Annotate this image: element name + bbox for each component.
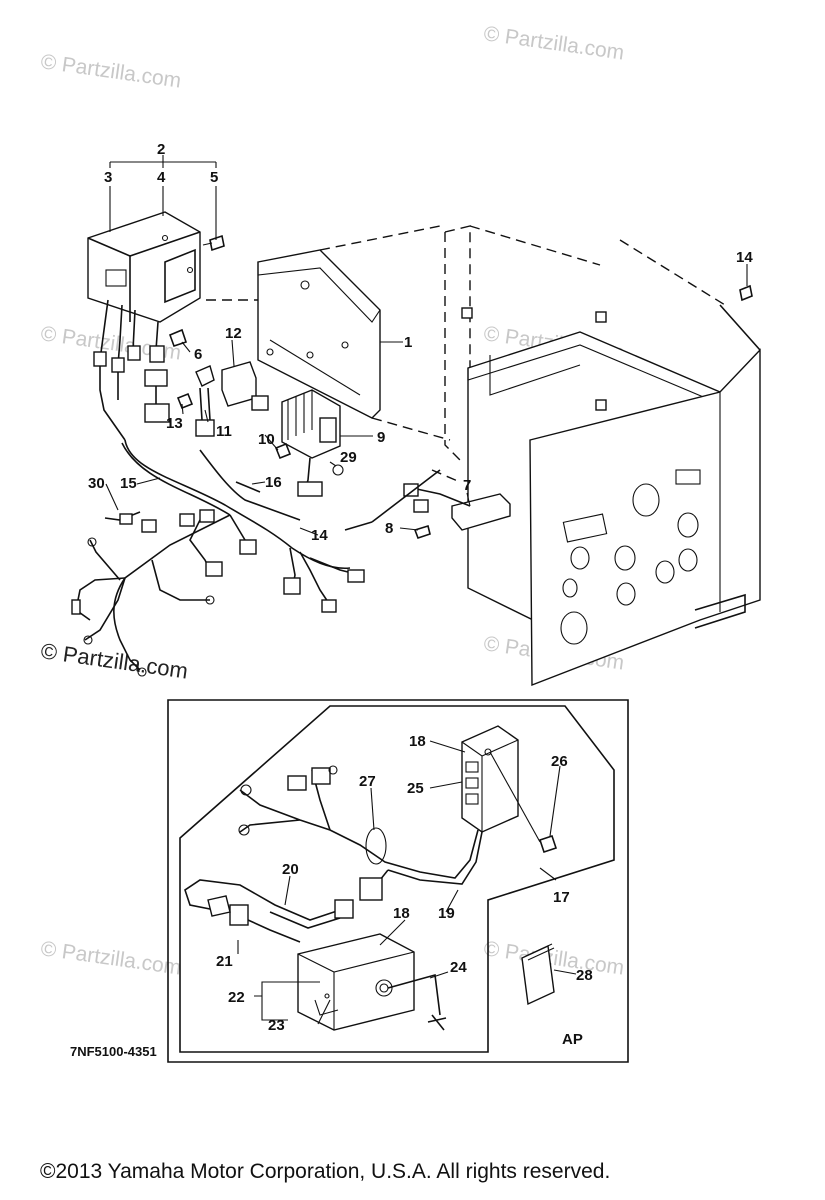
- kit-contents-drawing: [184, 725, 558, 1031]
- watermark: © Partzilla.com: [482, 937, 625, 979]
- copyright-footer: ©2013 Yamaha Motor Corporation, U.S.A. A…: [40, 1160, 611, 1183]
- watermark: © Partzilla.com: [482, 22, 625, 64]
- callout-label: 6: [194, 346, 202, 363]
- regulator-relay-drawing: [176, 361, 511, 540]
- callout-label: 24: [450, 959, 467, 976]
- callout-label: 28: [576, 967, 593, 984]
- kit-code: AP: [562, 1031, 583, 1048]
- callout-label: 7: [463, 477, 471, 494]
- callout-label: 4: [157, 169, 166, 186]
- callout-label: 16: [265, 474, 282, 491]
- callout-label: 29: [340, 449, 357, 466]
- watermark: © Partzilla.com: [39, 50, 182, 92]
- callout-label: 11: [216, 423, 232, 440]
- callout-label: 13: [166, 415, 183, 432]
- callout-label: 21: [216, 953, 233, 970]
- callout-label: 17: [553, 889, 570, 906]
- callout-label: 19: [438, 905, 455, 922]
- callout-label: 10: [258, 431, 275, 448]
- callout-label: 20: [282, 861, 299, 878]
- bracket-plate-drawing: [206, 224, 451, 441]
- callout-label: 18: [409, 733, 426, 750]
- main-wire-harness-drawing: [71, 439, 365, 677]
- diagram-code: 7NF5100-4351: [70, 1044, 157, 1059]
- callout-label: 2: [157, 141, 165, 158]
- leader-lines: [105, 155, 748, 1025]
- callout-label: 5: [210, 169, 218, 186]
- callout-label: 14: [311, 527, 328, 544]
- callout-label: 3: [104, 169, 112, 186]
- callout-label: 30: [88, 475, 105, 492]
- callout-labels: 2 3 4 5 1 6 12 13 11 10 9 29 30 15 16 7 …: [88, 141, 753, 1034]
- callout-label: 15: [120, 475, 137, 492]
- watermark-prominent: © Partzilla.com: [39, 638, 189, 683]
- callout-label: 25: [407, 780, 424, 797]
- callout-label: 8: [385, 520, 393, 537]
- panel-box-drawing: [444, 225, 761, 687]
- callout-label: 18: [393, 905, 410, 922]
- callout-label: 1: [404, 334, 412, 351]
- callout-label: 26: [551, 753, 568, 770]
- kit-outline: [167, 699, 629, 1063]
- callout-label: 14: [736, 249, 753, 266]
- callout-label: 12: [225, 325, 242, 342]
- callout-label: 22: [228, 989, 245, 1006]
- control-unit-drawing: [87, 211, 225, 441]
- watermark: © Partzilla.com: [39, 937, 182, 979]
- callout-label: 27: [359, 773, 376, 790]
- callout-label: 9: [377, 429, 385, 446]
- callout-label: 23: [268, 1017, 285, 1034]
